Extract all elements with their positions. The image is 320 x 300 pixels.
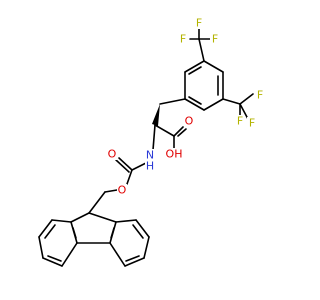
bond	[152, 124, 156, 151]
fluorine-atom: F	[247, 117, 257, 130]
bond	[115, 159, 130, 173]
fluorine-atom: F	[255, 89, 265, 102]
bond	[143, 236, 150, 259]
atom-label: O	[118, 184, 127, 197]
atom-label: F	[237, 115, 243, 128]
atom-label: F	[249, 117, 255, 130]
atom-label: F	[196, 17, 202, 30]
carbonyl-oxygen-atom: O	[107, 148, 117, 161]
bond	[159, 98, 186, 105]
bond	[115, 219, 137, 223]
bond	[203, 60, 224, 73]
bond	[126, 169, 133, 185]
fluorine-atom: F	[210, 33, 220, 46]
bond	[173, 126, 184, 137]
bond	[104, 189, 118, 193]
atom-label: N	[146, 149, 154, 162]
bond	[110, 227, 115, 239]
bond	[42, 257, 63, 267]
atom-label: F	[257, 89, 263, 102]
atom-label: OH	[166, 148, 183, 161]
aryl-ring-bonds	[184, 60, 224, 111]
bond	[184, 98, 205, 111]
bond	[51, 219, 72, 223]
atom-label: F	[212, 33, 218, 46]
bond	[38, 236, 44, 259]
bond	[239, 93, 254, 105]
bond	[239, 103, 249, 120]
nitrogen-atom: N	[145, 149, 155, 162]
bond	[222, 98, 241, 105]
fluorine-atom: F	[178, 33, 188, 46]
carbonyl-oxygen-atom: O	[184, 115, 194, 128]
bond	[44, 224, 56, 239]
fluorene-bonds	[38, 212, 150, 267]
bond	[70, 212, 90, 223]
bond	[135, 219, 150, 238]
atom-label: O	[185, 115, 194, 128]
hydroxyl-group: OH	[164, 148, 184, 161]
structure-diagram: F F F F F F O OH	[38, 17, 265, 267]
bond	[61, 242, 78, 267]
hydrogen-atom: H	[145, 160, 155, 173]
fluorine-atom: F	[194, 17, 204, 30]
bond	[132, 224, 144, 239]
bond	[72, 227, 77, 239]
bond	[47, 255, 62, 262]
lower-trifluoromethyl-bonds	[222, 93, 254, 120]
atom-labels: F F F F F F O OH	[107, 17, 265, 197]
stereo-wedge-bond	[152, 104, 160, 126]
bond	[131, 162, 147, 171]
bond	[198, 38, 205, 62]
bond	[88, 212, 117, 223]
bond	[109, 242, 126, 267]
bond	[184, 60, 205, 73]
fluorine-atom: F	[235, 115, 245, 128]
ester-oxygen-atom: O	[117, 184, 127, 197]
atom-label: F	[180, 33, 186, 46]
side-chain-bonds	[88, 98, 187, 214]
bond	[203, 98, 224, 111]
bond	[125, 255, 140, 262]
atom-label: O	[108, 148, 117, 161]
bond	[118, 157, 133, 171]
bond	[188, 96, 202, 105]
bond	[177, 128, 187, 137]
upper-trifluoromethyl-bonds	[189, 28, 211, 62]
bond	[188, 66, 202, 75]
bond	[88, 191, 106, 214]
bond	[124, 257, 145, 267]
bond	[38, 219, 53, 238]
atom-label: H	[146, 160, 154, 173]
bond	[154, 124, 175, 137]
